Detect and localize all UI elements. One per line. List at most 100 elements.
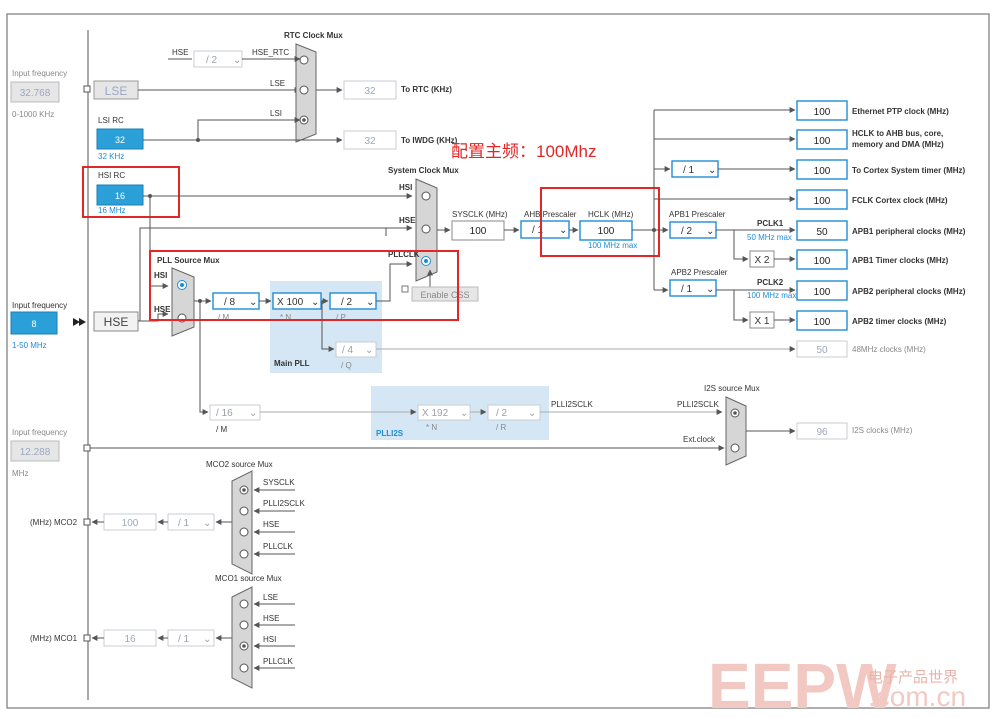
iwdg-output-value: 32 [364,136,376,147]
rtc-hse-label: HSE [172,48,188,57]
chevron-down-icon: ⌄ [249,297,257,308]
rtc-hse-divider-value: / 2 [206,55,218,66]
output-hclk-ahb: 100 HCLK to AHB bus, core, memory and DM… [796,129,944,150]
enable-css-pin [401,285,409,293]
sysclk-hsi-label: HSI [399,183,412,192]
usb48-value: 50 [816,345,828,356]
rtc-lse-label: LSE [270,79,285,88]
apb1-prescaler-value: / 2 [681,226,693,237]
pll-p-value: / 2 [341,297,353,308]
sysclk-mux-option-hse[interactable] [421,224,431,234]
hse-block-label: HSE [104,315,129,329]
output-box [796,310,848,331]
pll-n-value: X 100 [277,297,304,308]
lse-input-value: 32.768 [20,88,51,99]
apb1-prescaler-label: APB1 Prescaler [669,210,726,219]
iwdg-output-label: To IWDG (KHz) [401,136,458,145]
output-apb1-periph: 50 APB1 peripheral clocks (MHz) [796,220,966,241]
output-box [796,249,848,270]
rtc-output-value: 32 [364,86,376,97]
junction-dot [196,138,200,142]
lse-input-field[interactable] [10,81,60,103]
apb1-timer-branch [733,230,749,262]
ext-input-value: 12.288 [20,447,51,458]
mco1-option-hse[interactable] [239,620,249,630]
rtc-output-box [343,80,397,100]
mco2-label: (MHz) MCO2 [30,518,78,527]
mco2-option-pllclk[interactable] [239,549,249,559]
usb48-label: 48MHz clocks (MHz) [852,345,926,354]
ext-input-label: Input frequency [12,428,67,437]
lse-pin [83,85,91,93]
mco2-value: 100 [122,518,139,529]
mco1-source-mux[interactable] [231,586,253,689]
mco1-input-label: LSE [263,593,278,602]
pll-highlight-box [149,250,459,321]
mco1-selected-dot [242,644,246,648]
chevron-down-icon: ⌄ [365,345,373,356]
lse-range-label: 0-1000 KHz [12,110,54,119]
watermark-domain: .com.cn [868,681,966,712]
rtc-hse-rtc-label: HSE_RTC [252,48,289,57]
hse-input-field[interactable] [10,311,58,335]
hsi-block[interactable] [96,184,144,206]
sysclk-mux-option-hsi[interactable] [421,191,431,201]
i2s-plli2sclk-label: PLLI2SCLK [677,400,719,409]
hsi-value: 16 [115,191,125,201]
hclk-max-label: 100 MHz max [588,241,637,250]
rtc-output-label: To RTC (KHz) [401,85,452,94]
pll-q-value: / 4 [342,345,354,356]
junction-dot [148,194,152,198]
output-box [796,100,848,121]
diagram-frame [6,13,990,709]
mco1-input-label: PLLCLK [263,657,293,666]
output-label: To Cortex System timer (MHz) [852,166,966,175]
i2s-option-ext[interactable] [730,443,740,453]
mco2-input-label: PLLCLK [263,542,293,551]
lsi-block[interactable] [96,128,144,150]
output-label: APB1 Timer clocks (MHz) [852,256,949,265]
mco1-pin [83,634,91,642]
output-value: 100 [814,166,831,177]
mco1-option-lse[interactable] [239,599,249,609]
output-box [796,220,848,241]
mco2-source-mux[interactable] [231,470,253,575]
chevron-down-icon: ⌄ [706,226,714,237]
pll-source-mux[interactable] [171,267,195,337]
ext-input-field[interactable] [10,440,60,462]
output-fclk: 100 FCLK Cortex clock (MHz) [796,189,948,210]
mco2-option-hse[interactable] [239,527,249,537]
hsi-highlight-box [82,166,180,218]
lsi-to-rtc-wire [197,117,301,140]
ext-unit-label: MHz [12,469,28,478]
hse-to-sysmux-wire [138,225,413,322]
plli2s-n-label: * N [426,423,437,432]
sysclk-pllclk-label: PLLCLK [388,250,420,259]
plli2s-r-value: / 2 [496,408,508,419]
i2s-source-mux[interactable] [725,396,747,466]
enable-css-button[interactable] [411,286,479,302]
ahb-prescaler-value: / 1 [532,225,544,236]
apb2-prescaler-select[interactable] [669,279,717,297]
mco1-option-pllclk[interactable] [239,663,249,673]
mco1-input-label: HSI [263,635,276,644]
rtc-lsi-label: LSI [270,109,282,118]
output-box [796,159,848,180]
mco2-option-plli2sclk[interactable] [239,506,249,516]
watermark-brand: EEPW [708,650,897,718]
hse-range-label: 1-50 MHz [12,341,47,350]
ext-pin [83,444,91,452]
output-ethernet-ptp: 100 Ethernet PTP clock (MHz) [796,100,949,121]
sysclk-mux-selected-dot [424,259,428,263]
rtc-mux-option-hse[interactable] [299,55,309,65]
output-label: HCLK to AHB bus, core, [852,129,943,138]
mco1-value: 16 [124,634,136,645]
mco2-input-label: HSE [263,520,279,529]
output-label: APB2 peripheral clocks (MHz) [852,287,966,296]
plli2s-in-wire [199,301,209,415]
lsi-value: 32 [115,135,125,145]
output-label-line2: memory and DMA (MHz) [852,140,944,149]
chevron-down-icon: ⌄ [249,408,257,419]
rtc-mux-option-lse[interactable] [299,85,309,95]
